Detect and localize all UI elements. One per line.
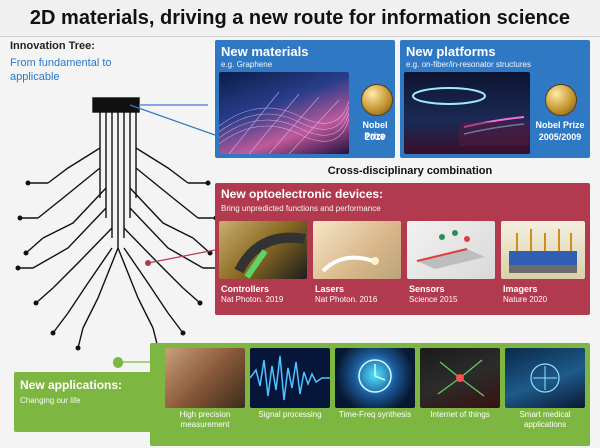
device-ref: Science 2015 [409, 295, 458, 304]
app-caption-measurement: High precision measurement [179, 410, 231, 429]
devices-panel: New optoelectronic devices: Bring unpred… [215, 183, 590, 315]
laser-device-icon [321, 255, 379, 273]
app-caption-medical: Smart medical applications [519, 410, 571, 429]
iot-image [420, 348, 500, 408]
new-platforms-subtitle: e.g. on-fiber/in-resonator structures [406, 60, 531, 69]
network-icon [437, 359, 485, 397]
controller-image [219, 221, 307, 279]
clock-icon [358, 359, 392, 393]
innovation-tree-subtitle: From fundamental to applicable [10, 57, 112, 83]
imager-image [501, 221, 585, 279]
laser-image [313, 221, 401, 279]
resonator-image [404, 72, 530, 154]
app-caption-iot: Internet of things [430, 410, 490, 419]
measurement-image [165, 348, 245, 408]
nobel-prize-year: 2010 [364, 132, 386, 142]
graphene-image [219, 72, 349, 154]
circuit-tree-icon [15, 97, 221, 368]
nobel-prize-label: Nobel Prize [535, 120, 585, 130]
device-caption-imagers: Imagers Nature 2020 [503, 284, 547, 305]
devices-title: New optoelectronic devices: [221, 187, 384, 201]
sensor-device-icon [416, 230, 485, 269]
applications-subtitle: Changing our life [20, 396, 81, 405]
innovation-tree-label: Innovation Tree: [10, 40, 95, 52]
new-materials-panel: New materials e.g. Graphene Nobel Prize … [215, 40, 395, 158]
app-caption-signal: Signal processing [258, 410, 322, 419]
device-caption-lasers: Lasers Nat Photon. 2016 [315, 284, 377, 305]
time-freq-image [335, 348, 415, 408]
applications-title: New applications: [20, 378, 123, 392]
device-caption-sensors: Sensors Science 2015 [409, 284, 457, 305]
device-ref: Nature 2020 [503, 295, 548, 304]
device-name: Imagers [503, 284, 538, 294]
device-caption-controllers: Controllers Nat Photon. 2019 [221, 284, 283, 305]
new-platforms-panel: New platforms e.g. on-fiber/in-resonator… [400, 40, 590, 158]
nobel-prize-label: Nobel Prize [362, 120, 388, 141]
fiber-ring-icon [412, 87, 529, 146]
devices-subtitle: Bring unpredicted functions and performa… [221, 204, 381, 213]
new-platforms-title: New platforms [406, 44, 496, 59]
app-caption-time-freq: Time-Freq synthesis [338, 410, 412, 419]
controller-device-icon [234, 232, 306, 279]
graphene-lattice-icon [219, 91, 349, 154]
signal-image [250, 348, 330, 408]
applications-label-box: New applications: Changing our life [14, 372, 164, 432]
device-ref: Nat Photon. 2019 [221, 295, 284, 304]
nobel-prize-year: 2005/2009 [538, 132, 582, 142]
nobel-medal-icon [361, 84, 393, 116]
device-ref: Nat Photon. 2016 [315, 295, 378, 304]
cross-disciplinary-label: Cross-disciplinary combination [327, 165, 493, 177]
device-name: Lasers [315, 284, 345, 294]
device-name: Controllers [221, 284, 270, 294]
nobel-medal-icon [545, 84, 577, 116]
medical-scan-icon [530, 363, 560, 393]
new-materials-subtitle: e.g. Graphene [221, 60, 273, 69]
device-name: Sensors [409, 284, 445, 294]
innovation-tree-diagram [8, 88, 228, 383]
sensor-image [407, 221, 495, 279]
page-title: 2D materials, driving a new route for in… [0, 0, 600, 37]
imager-device-icon [509, 229, 577, 273]
waveform-icon [250, 355, 330, 401]
medical-image [505, 348, 585, 408]
new-materials-title: New materials [221, 44, 309, 59]
